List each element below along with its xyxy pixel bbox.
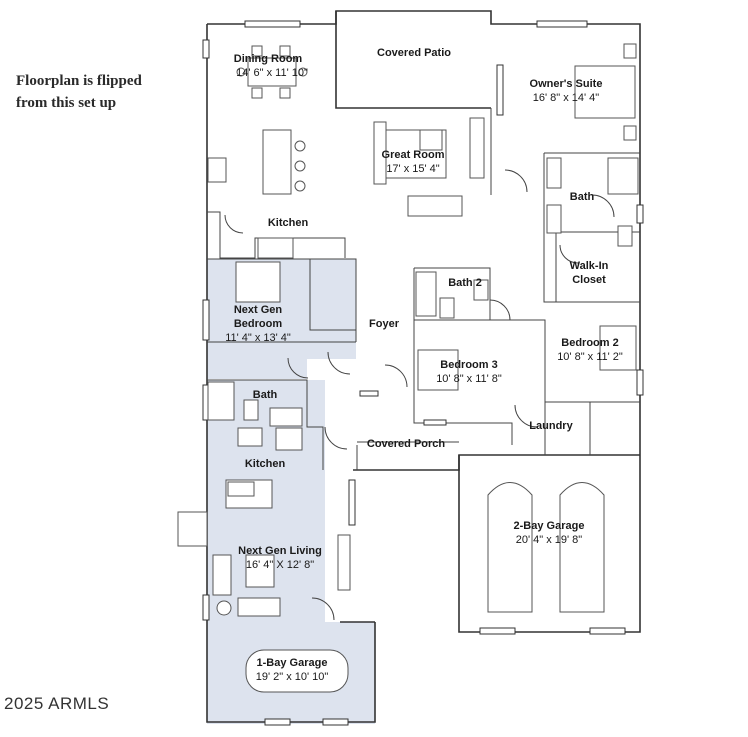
- label-dining-room: Dining Room: [234, 53, 303, 65]
- label-bedroom-2: Bedroom 2: [561, 337, 618, 349]
- label-nextgen-kitchen: Kitchen: [245, 458, 286, 470]
- label-1-bay-garage: 1-Bay Garage: [257, 657, 328, 669]
- plan-note: Floorplan is flipped from this set up: [16, 70, 186, 114]
- dims-dining-room: 14' 6" x 11' 10": [236, 67, 308, 79]
- interior-walls: [207, 108, 640, 470]
- dims-2-bay-garage: 20' 4" x 19' 8": [516, 534, 583, 546]
- dims-owners-suite: 16' 8" x 14' 4": [533, 92, 600, 104]
- label-bath-2: Bath 2: [448, 277, 482, 289]
- dims-nextgen-living: 16' 4" X 12' 8": [246, 559, 314, 571]
- label-foyer: Foyer: [369, 318, 400, 330]
- label-great-room: Great Room: [382, 149, 445, 161]
- dims-great-room: 17' x 15' 4": [386, 163, 439, 175]
- label-kitchen: Kitchen: [268, 217, 309, 229]
- windows: [202, 20, 644, 726]
- room-labels: Dining Room 14' 6" x 11' 10" Covered Pat…: [225, 47, 623, 683]
- dims-nextgen-bedroom: 11' 4" x 13' 4": [225, 332, 291, 344]
- dims-bedroom-2: 10' 8" x 11' 2": [557, 351, 623, 363]
- furniture: [177, 43, 639, 693]
- label-laundry: Laundry: [529, 420, 573, 432]
- label-nextgen-living: Next Gen Living: [238, 545, 322, 557]
- door-swings: [224, 169, 615, 621]
- label-nextgen-bedroom-line-2: Bedroom: [234, 318, 283, 330]
- label-owner-bath: Bath: [570, 191, 595, 203]
- label-walk-in-line-1: Walk-In: [570, 260, 609, 272]
- label-bedroom-3: Bedroom 3: [440, 359, 497, 371]
- plan-note-line-1: Floorplan is flipped: [16, 73, 142, 89]
- label-owners-suite: Owner's Suite: [530, 78, 603, 90]
- dims-1-bay-garage: 19' 2" x 10' 10": [256, 671, 329, 683]
- label-nextgen-bedroom-line-1: Next Gen: [234, 304, 283, 316]
- copyright-text: 2025 ARMLS: [4, 694, 110, 713]
- label-covered-patio: Covered Patio: [377, 47, 451, 59]
- label-nextgen-bath: Bath: [253, 389, 278, 401]
- label-2-bay-garage: 2-Bay Garage: [514, 520, 585, 532]
- label-covered-porch: Covered Porch: [367, 438, 446, 450]
- label-walk-in-line-2: Closet: [572, 274, 606, 286]
- dims-bedroom-3: 10' 8" x 11' 8": [436, 373, 502, 385]
- plan-note-line-2: from this set up: [16, 95, 117, 111]
